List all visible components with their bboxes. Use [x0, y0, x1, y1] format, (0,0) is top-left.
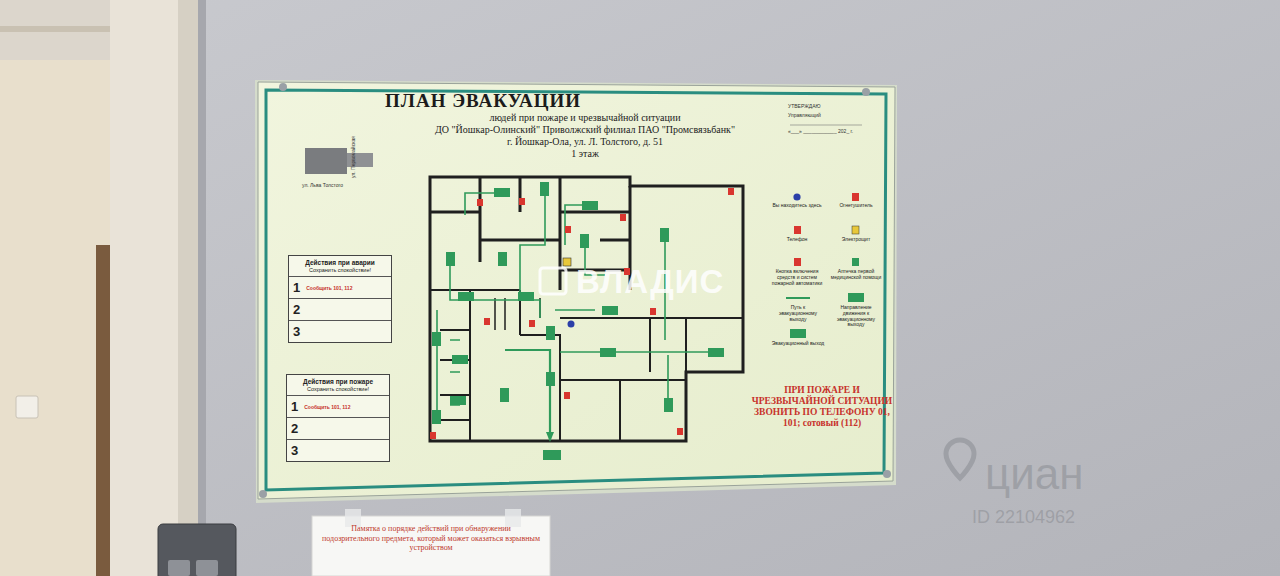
site-building — [305, 148, 347, 174]
legend-text: Путь к эвакуационному выходу — [771, 305, 825, 322]
screw — [862, 88, 870, 96]
evacuation-route — [437, 190, 715, 440]
exit-sign — [432, 182, 724, 460]
action-row: 3 — [289, 320, 391, 342]
keypad-key — [196, 560, 218, 576]
door-frame-shadow — [178, 0, 198, 576]
legend-text: Эвакуационный выход — [771, 341, 825, 347]
memo-text: Памятка о порядке действий при обнаружен… — [322, 524, 540, 553]
step-text: Сообщить 101, 112 — [304, 404, 350, 410]
memo-note: Памятка о порядке действий при обнаружен… — [314, 520, 548, 557]
inner-wall — [430, 290, 743, 441]
legend-icon — [852, 258, 859, 266]
legend-text: Вы находитесь здесь — [770, 203, 824, 209]
extinguisher-symbol — [430, 188, 734, 439]
box-subheading: Сохранить спокойствие! — [287, 386, 389, 395]
legend-text: Электрощит — [829, 237, 883, 243]
door-edge — [96, 245, 110, 576]
screw — [883, 470, 891, 478]
watermark: ВЛАДИС — [576, 263, 724, 301]
light-switch — [16, 396, 38, 418]
frame-gap — [198, 0, 206, 576]
plan-label: Управляющий — [788, 112, 821, 118]
step-number: 3 — [293, 324, 300, 339]
electric-panel-symbol — [563, 258, 571, 266]
legend-text: Огнетушитель — [829, 203, 883, 209]
legend-icon — [786, 297, 810, 299]
legend-text: Телефон — [770, 237, 824, 243]
plan-label: УТВЕРЖДАЮ — [788, 103, 821, 109]
step-number: 3 — [291, 443, 298, 458]
emergency-note: ПРИ ПОЖАРЕ И ЧРЕЗВЫЧАЙНОЙ СИТУАЦИИ ЗВОНИ… — [747, 385, 897, 429]
you-are-here-dot — [568, 321, 575, 328]
step-number: 1 — [293, 280, 300, 295]
watermark: ID 22104962 — [972, 507, 1075, 528]
legend-icon — [848, 293, 864, 302]
box-subheading: Сохранить спокойствие! — [289, 267, 391, 276]
legend-icon — [852, 193, 859, 201]
plan-label: 1 этаж — [525, 148, 645, 159]
plan-label: людей при пожаре и чрезвычайной ситуации — [405, 112, 765, 123]
floor-plan-walls — [430, 177, 743, 441]
sign-line — [790, 125, 862, 126]
action-box: Действия при пожареСохранить спокойствие… — [286, 374, 390, 462]
plan-title: ПЛАН ЭВАКУАЦИИ — [385, 90, 581, 112]
action-row: 2 — [289, 298, 391, 320]
watermark-pin — [946, 440, 974, 478]
legend-icon — [790, 329, 806, 338]
box-heading: Действия при аварии — [289, 256, 391, 267]
plan-label: «___» ____________ 202_ г. — [788, 128, 853, 134]
keypad — [158, 524, 236, 576]
board-frame — [266, 90, 886, 490]
action-box: Действия при аварииСохранить спокойствие… — [288, 255, 392, 343]
inner-wall — [495, 298, 540, 330]
left-wall — [0, 0, 205, 576]
legend-icon — [794, 258, 801, 266]
legend-icon — [794, 226, 801, 234]
legend-text: Аптечка первой медицинской помощи — [829, 269, 883, 281]
step-number: 1 — [291, 399, 298, 414]
screw — [259, 490, 267, 498]
plan-label: ул. Льва Толстого — [302, 182, 343, 188]
action-row: 1 Сообщить 101, 112 — [289, 276, 391, 298]
action-row: 3 — [287, 439, 389, 461]
action-row: 1 Сообщить 101, 112 — [287, 395, 389, 417]
action-row: 2 — [287, 417, 389, 439]
plan-label: ДО "Йошкар-Олинский" Приволжский филиал … — [405, 124, 765, 135]
keypad-key — [168, 560, 190, 576]
box-heading: Действия при пожаре — [287, 375, 389, 386]
step-number: 2 — [291, 421, 298, 436]
legend-icon — [852, 226, 859, 234]
step-number: 2 — [293, 302, 300, 317]
plan-label: ул. Первомайская — [350, 136, 356, 178]
evacuation-board — [258, 82, 895, 499]
legend-text: Кнопка включения средств и систем пожарн… — [770, 269, 824, 286]
plan-label: г. Йошкар-Ола, ул. Л. Толстого, д. 51 — [405, 136, 765, 147]
watermark-logo — [540, 268, 566, 294]
door-frame — [110, 0, 178, 576]
legend-icon — [793, 193, 800, 200]
legend-text: Направление движения к эвакуационному вы… — [829, 305, 883, 328]
board-shadow — [255, 80, 897, 503]
outer-wall — [430, 177, 743, 441]
step-text: Сообщить 101, 112 — [306, 285, 352, 291]
screw — [279, 83, 287, 91]
route-arrowhead — [546, 432, 554, 442]
watermark: циан — [985, 452, 1084, 496]
